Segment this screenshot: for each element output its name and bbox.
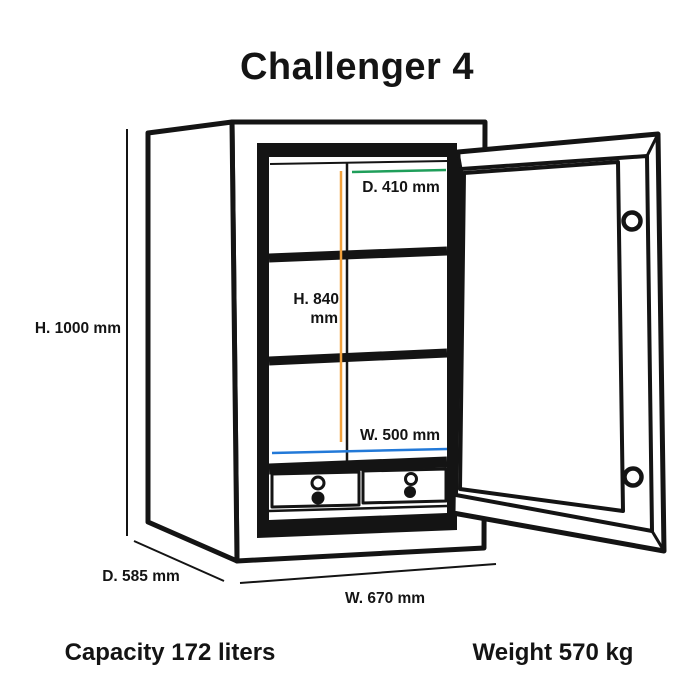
overall-width-dimension-line (239, 563, 497, 584)
overall-depth-label: D. 585 mm (102, 568, 180, 585)
page-title: Challenger 4 (240, 46, 474, 88)
door-lock-bolt-bottom (622, 466, 644, 488)
door-bevel-seam-top-right (645, 133, 660, 157)
interior-floor-band (268, 456, 448, 475)
drawer-right-knob (404, 486, 416, 498)
internal-width-label: W. 500 mm (360, 427, 440, 444)
shelf-middle (268, 348, 448, 366)
shelf-top (268, 246, 448, 263)
under-drawer-line (268, 504, 448, 513)
overall-depth-dimension-line (133, 540, 225, 582)
safe-door (450, 131, 667, 554)
overall-height-label: H. 1000 mm (35, 320, 121, 337)
internal-width-dimension-line (271, 447, 448, 455)
door-inner-panel (458, 160, 625, 513)
safe-left-side-panel (145, 119, 240, 564)
internal-height-unit-label: mm (310, 310, 338, 327)
drawer-left (270, 470, 361, 509)
drawer-right-lock-icon (404, 472, 418, 486)
overall-width-label: W. 670 mm (345, 590, 425, 607)
door-lock-bolt-top (621, 210, 643, 232)
weight-label: Weight 570 kg (473, 639, 634, 666)
internal-depth-dimension-line (351, 168, 447, 174)
drawer-right (361, 467, 448, 505)
drawer-left-lock-icon (310, 475, 326, 491)
door-bevel-frame (454, 154, 654, 533)
internal-depth-label: D. 410 mm (362, 179, 440, 196)
door-bevel-seam-top-left (456, 151, 463, 170)
interior-ceiling-line (269, 160, 448, 165)
drawer-left-knob (311, 491, 325, 505)
door-bevel-seam-bottom-right (650, 530, 666, 552)
capacity-label: Capacity 172 liters (65, 639, 276, 666)
internal-height-label: H. 840 (293, 291, 339, 308)
